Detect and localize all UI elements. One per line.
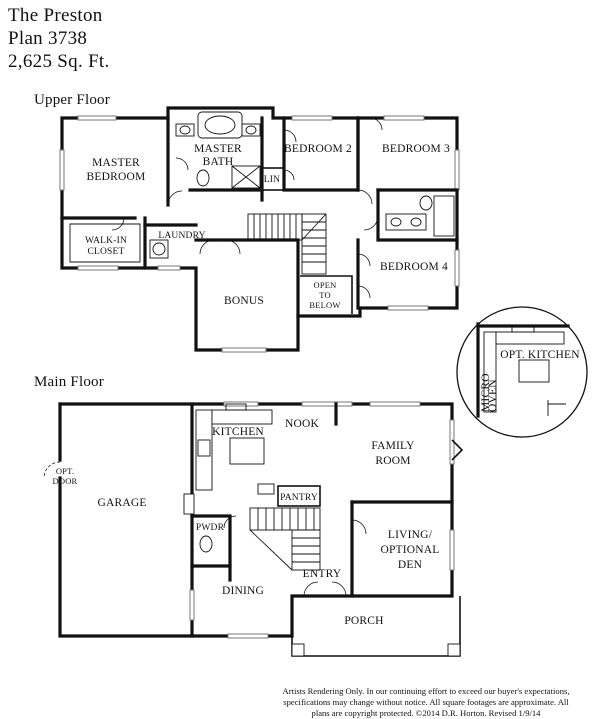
room-family-room-line2: ROOM (375, 455, 410, 467)
room-linen: LIN (264, 175, 280, 185)
room-porch: PORCH (344, 615, 383, 627)
room-family-room-line1: FAMILY (371, 440, 415, 452)
opt-door-label-line1: OPT. (56, 466, 74, 476)
opt-kitchen-label: OPT. KITCHEN (500, 349, 580, 361)
room-living-line1: LIVING/ (388, 529, 433, 541)
open-to-below-line3: BELOW (309, 300, 340, 310)
main-stairs (249, 483, 321, 571)
plan-title-block: The Preston Plan 3738 2,625 Sq. Ft. (8, 4, 110, 73)
opt-door-label-line2: DOOR (53, 476, 78, 486)
upper-floor-plan (59, 106, 460, 353)
room-garage: GARAGE (97, 497, 146, 509)
room-master-bedroom-line1: MASTER (92, 157, 140, 169)
plan-number: Plan 3738 (8, 28, 88, 49)
micro-oven-label-line2: OVEN (487, 379, 499, 412)
opt-kitchen-inset (456, 306, 588, 438)
disclaimer-footer: Artists Rendering Only. In our continuin… (258, 686, 594, 719)
disclaimer-line-2: specifications may change without notice… (283, 697, 569, 707)
room-powder: PWDR (196, 523, 225, 533)
room-master-bedroom-line2: BEDROOM (87, 171, 146, 183)
room-master-bath-line2: BATH (203, 156, 234, 168)
upper-stairs (247, 213, 327, 275)
room-walk-in-closet-line1: WALK-IN (85, 236, 127, 246)
room-bonus: BONUS (224, 295, 264, 307)
room-kitchen: KITCHEN (212, 426, 264, 438)
room-entry: ENTRY (303, 568, 342, 580)
plan-square-footage: 2,625 Sq. Ft. (8, 51, 110, 72)
disclaimer-line-3: plans are copyright protected. ©2014 D.R… (311, 708, 541, 718)
plan-name: The Preston (8, 5, 103, 26)
room-dining: DINING (222, 585, 264, 597)
room-living-line2: OPTIONAL (380, 544, 439, 556)
room-nook: NOOK (285, 418, 320, 430)
upper-floor-label: Upper Floor (34, 92, 110, 108)
room-master-bath-line1: MASTER (194, 143, 242, 155)
disclaimer-line-1: Artists Rendering Only. In our continuin… (282, 686, 570, 696)
room-laundry: LAUNDRY (158, 231, 205, 241)
room-pantry: PANTRY (280, 493, 318, 503)
micro-oven-label-line1: MICRO (480, 373, 492, 412)
room-walk-in-closet-line2: CLOSET (87, 247, 124, 257)
room-bedroom-4: BEDROOM 4 (380, 261, 448, 273)
room-bedroom-3: BEDROOM 3 (382, 143, 450, 155)
main-floor-label: Main Floor (34, 374, 104, 390)
room-bedroom-2: BEDROOM 2 (284, 143, 352, 155)
open-to-below-line2: TO (319, 290, 331, 300)
main-floor-plan (43, 401, 464, 657)
room-living-line3: DEN (398, 559, 423, 571)
open-to-below-line1: OPEN (314, 280, 337, 290)
